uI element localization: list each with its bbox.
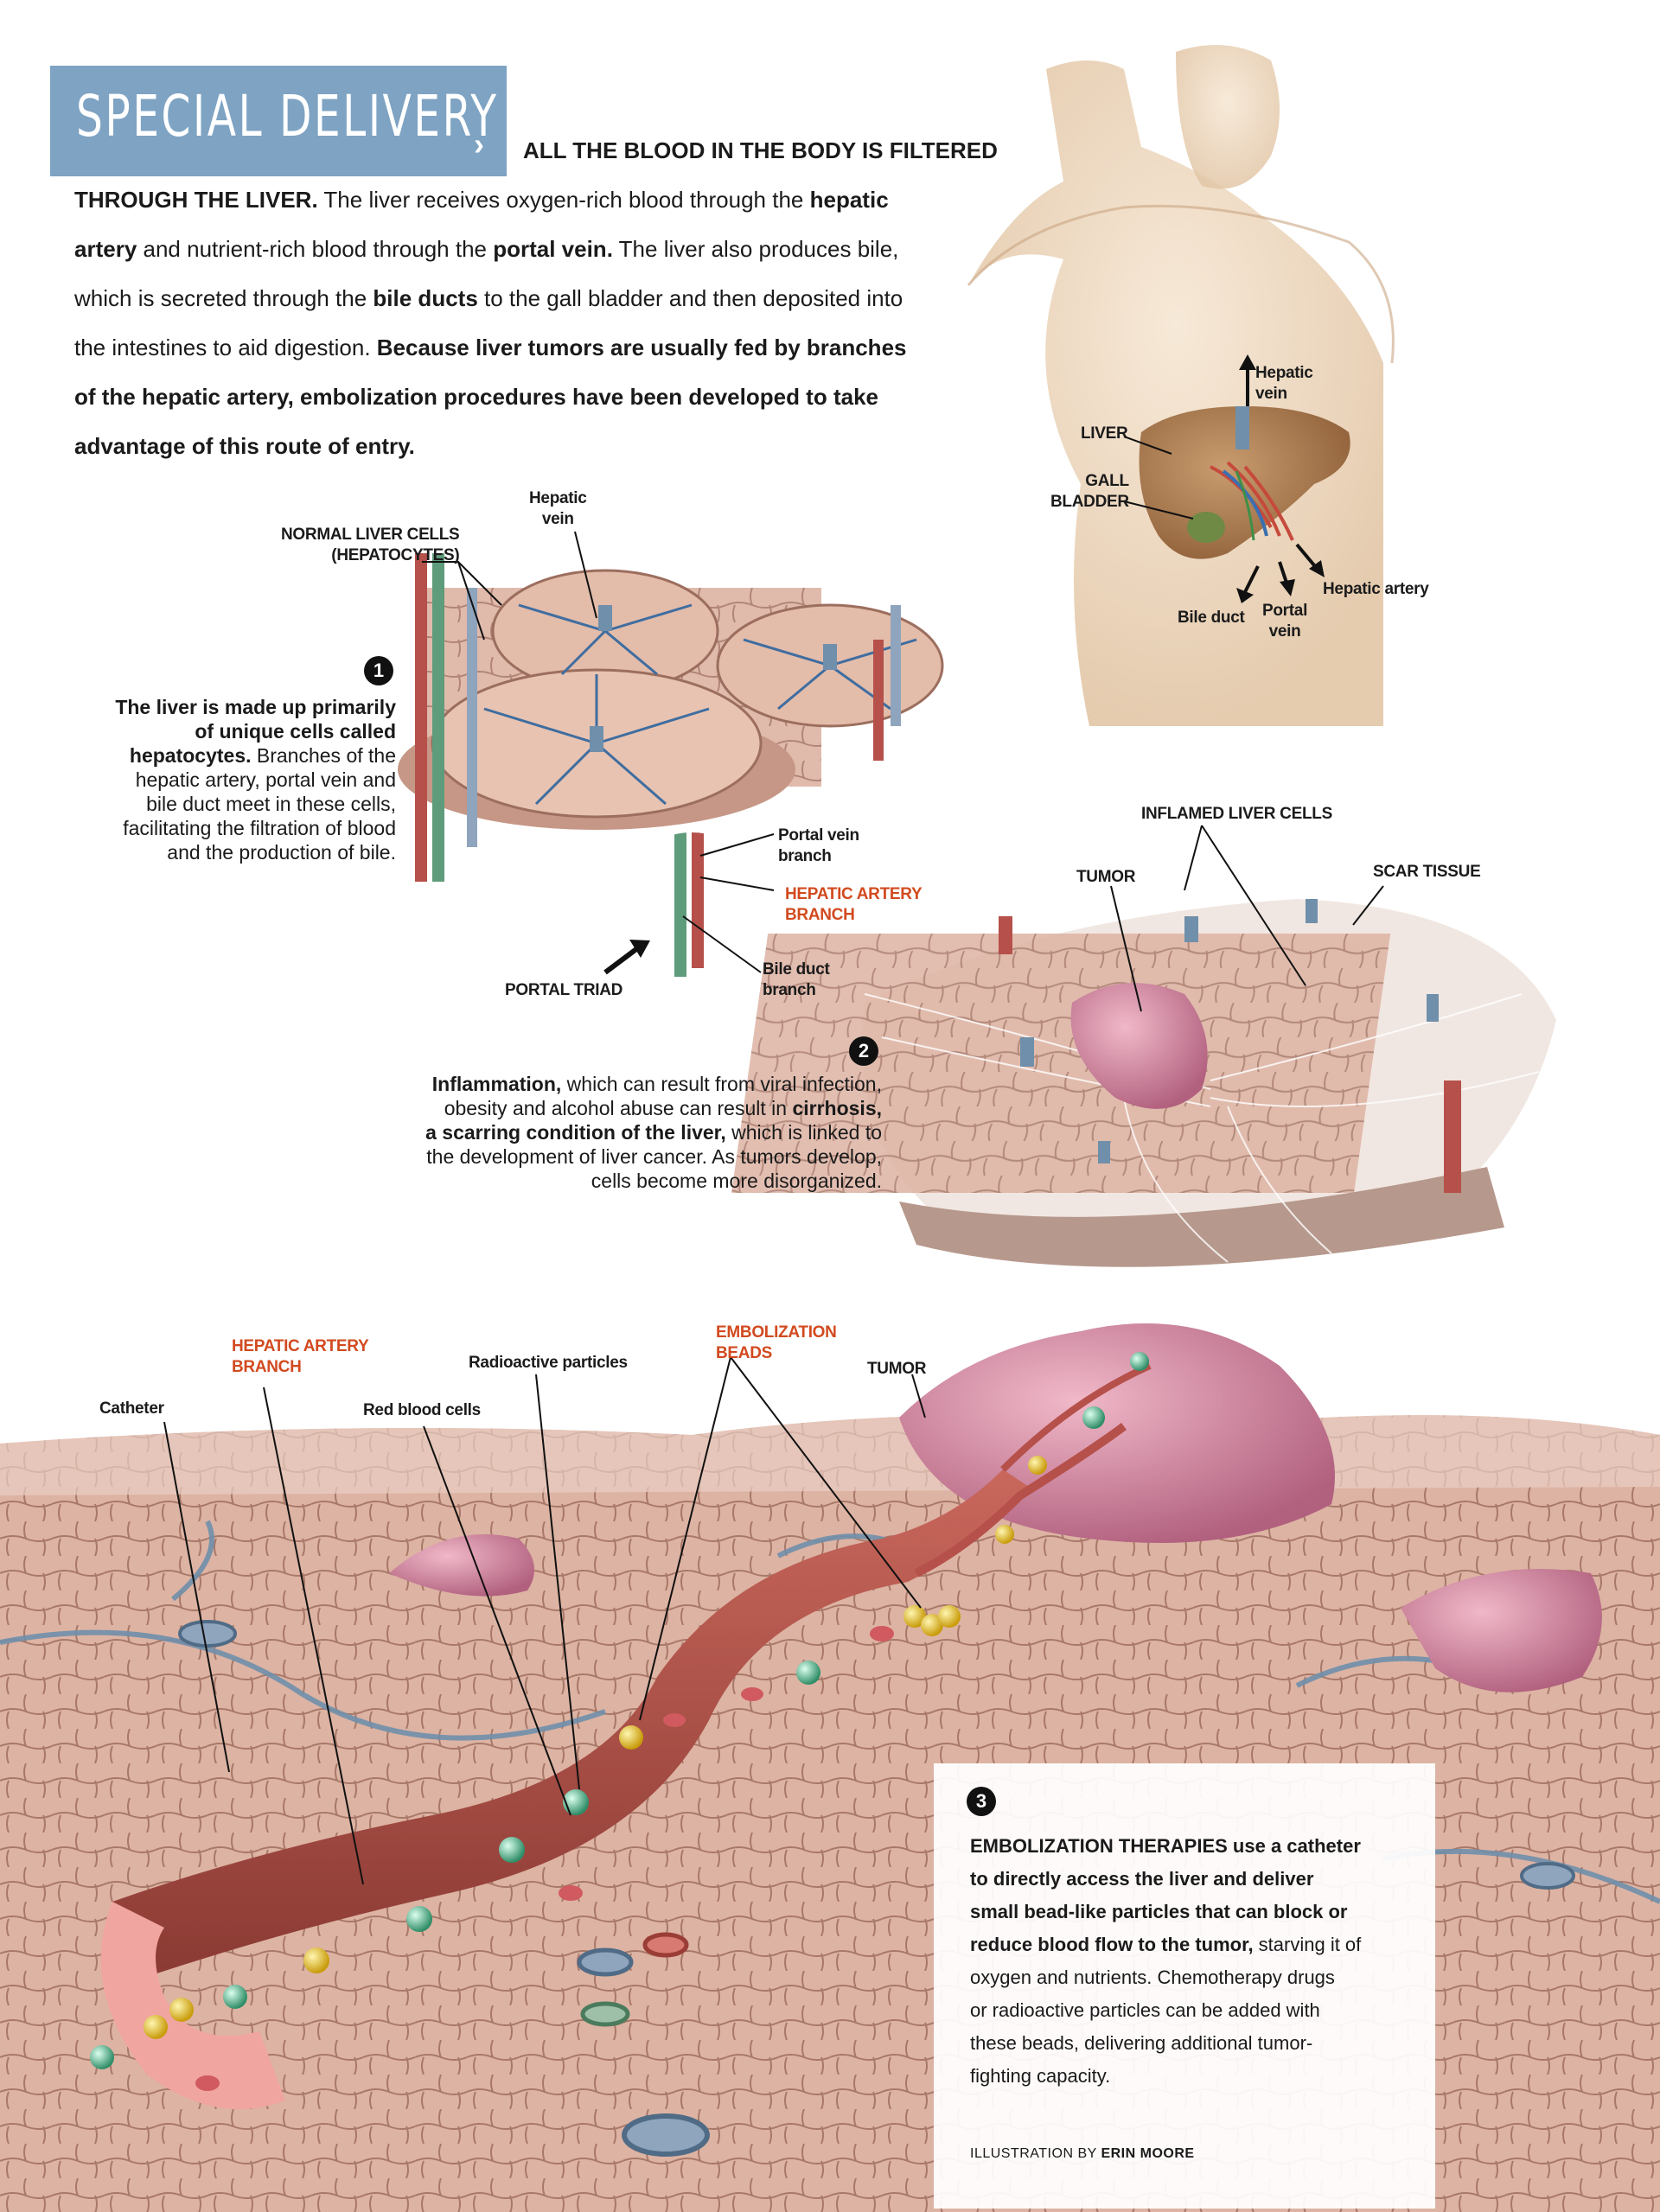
intro-paragraph: THROUGH THE LIVER. The liver receives ox… — [74, 187, 907, 459]
s1-label-bile-duct-branch: Bile duct branch — [763, 960, 830, 999]
label-bile-duct: Bile duct — [1178, 609, 1245, 627]
s3-label-radioactive-particles: Radioactive particles — [469, 1354, 628, 1372]
illustration-credit: ILLUSTRATION BY ERIN MOORE — [970, 2146, 1195, 2161]
inflamed-tissue-illustration — [731, 825, 1556, 1267]
section3-number-badge: 3 — [967, 1787, 996, 1816]
section2-number-badge: 2 — [849, 1036, 878, 1066]
section1-number-badge: 1 — [364, 656, 393, 685]
s1-label-portal-triad: PORTAL TRIAD — [505, 981, 623, 999]
s2-label-scar-tissue: SCAR TISSUE — [1373, 863, 1481, 881]
s3-label-hepatic-artery-branch: HEPATIC ARTERY BRANCH — [232, 1337, 369, 1376]
label-hepatic-artery: Hepatic artery — [1323, 580, 1429, 598]
hepatocyte-lobules-illustration — [398, 531, 944, 988]
label-gall-bladder: GALL BLADDER — [1050, 472, 1129, 511]
s2-label-inflamed-cells: INFLAMED LIVER CELLS — [1141, 805, 1332, 823]
torso-illustration — [967, 45, 1395, 726]
section2-text: Inflammation, which can result from vira… — [425, 1073, 882, 1192]
section3-text: EMBOLIZATION THERAPIES use a catheter to… — [970, 1835, 1362, 2087]
section3-panel — [934, 1763, 1435, 2209]
s1-label-portal-vein-branch: Portal vein branch — [778, 826, 859, 865]
title-arrow-icon: › — [474, 126, 484, 162]
s1-label-normal-cells: NORMAL LIVER CELLS (HEPATOCYTES) — [281, 526, 460, 564]
title-banner — [50, 66, 507, 176]
s3-label-tumor: TUMOR — [867, 1360, 927, 1378]
s3-label-catheter: Catheter — [99, 1399, 164, 1418]
intro-lead: ALL THE BLOOD IN THE BODY IS FILTERED — [523, 137, 998, 163]
s2-label-tumor: TUMOR — [1076, 868, 1136, 886]
s3-label-red-blood-cells: Red blood cells — [363, 1401, 481, 1419]
section1-text: The liver is made up primarily of unique… — [115, 696, 396, 864]
s3-label-embolization-beads: EMBOLIZATION BEADS — [716, 1323, 837, 1362]
label-hepatic-vein: Hepatic vein — [1255, 364, 1313, 403]
label-portal-vein: Portal vein — [1262, 602, 1308, 641]
s1-label-hepatic-vein: Hepatic vein — [529, 489, 587, 528]
page-title: SPECIAL DELIVERY — [76, 83, 499, 150]
s1-label-hepatic-artery-branch: HEPATIC ARTERY BRANCH — [785, 885, 923, 924]
label-liver: LIVER — [1081, 424, 1128, 443]
